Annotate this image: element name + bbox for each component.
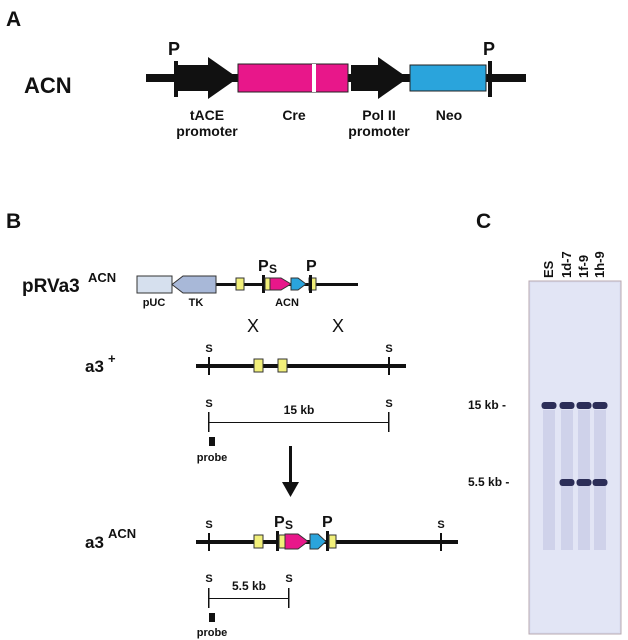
recombination-arrow-shaft — [289, 446, 292, 484]
mut-site-s-right-tick — [440, 533, 442, 551]
mut-allele-superscript: ACN — [108, 526, 136, 541]
probe-2-mark — [209, 613, 215, 622]
vector-neo-arrow — [290, 277, 307, 291]
band-15kb — [576, 402, 592, 409]
construct-name: ACN — [24, 73, 72, 98]
frag55-site-s-right: S — [285, 573, 292, 585]
vector-name: pRVa3 — [22, 276, 80, 297]
frag55-line — [209, 598, 289, 599]
frag55-size: 5.5 kb — [232, 579, 266, 593]
mut-site-p2-tick — [326, 531, 329, 551]
tk-gene-arrow — [171, 275, 217, 294]
tace-promoter-arrow — [178, 57, 238, 99]
label-pol2-promoter: promoter — [348, 123, 410, 139]
wt-allele-name: a3 — [85, 357, 104, 376]
panel-b-letter: B — [6, 210, 21, 233]
mut-allele-name: a3 — [85, 533, 104, 552]
pol2-promoter-arrow — [351, 57, 408, 99]
label-puc: pUC — [143, 297, 166, 309]
band-15kb — [592, 402, 608, 409]
cre-gene-box — [237, 63, 349, 93]
site-p-left-tick — [174, 61, 178, 97]
vector-site-p2: P — [306, 258, 317, 275]
label-pol2: Pol II — [362, 107, 395, 123]
mut-exon-2 — [278, 534, 286, 549]
site-p-right-tick — [488, 61, 492, 97]
label-neo: Neo — [436, 107, 462, 123]
site-p-left: P — [168, 39, 180, 59]
band-5-5kb — [592, 479, 608, 486]
probe-1-mark — [209, 437, 215, 446]
mut-site-p2: P — [322, 514, 333, 531]
mut-site-s-small: S — [285, 518, 293, 532]
panel-a: A ACN P P tACE promoter Cre Pol II promo… — [6, 8, 526, 139]
label-cre: Cre — [282, 107, 306, 123]
label-tk: TK — [189, 297, 204, 309]
label-tace: tACE — [190, 107, 224, 123]
band-15kb — [541, 402, 557, 409]
vector-exon-2 — [264, 277, 271, 291]
label-acn: ACN — [275, 297, 299, 309]
frag55-site-s-left: S — [205, 573, 212, 585]
vector-exon-1 — [235, 277, 245, 291]
wt-site-s-left: S — [205, 343, 212, 355]
frag15-site-s-right: S — [385, 398, 392, 410]
frag15-left-tick — [208, 412, 210, 432]
neo-gene-box — [409, 64, 487, 92]
band-5-5kb — [576, 479, 592, 486]
frag55-right-tick — [288, 588, 290, 608]
wt-allele-superscript: + — [108, 351, 116, 366]
wt-site-s-right-tick — [388, 357, 390, 375]
panel-a-letter: A — [6, 8, 21, 31]
lane-smear — [543, 410, 555, 550]
wt-site-s-left-tick — [208, 357, 210, 375]
mut-site-p1: P — [274, 514, 285, 531]
mut-site-s-right: S — [437, 519, 444, 531]
mut-exon-3 — [328, 534, 337, 549]
crossover-x-left: X — [247, 316, 259, 336]
band-5-5kb — [559, 479, 575, 486]
crossover-x-right: X — [332, 316, 344, 336]
vector-site-p1: P — [258, 258, 269, 275]
vector-superscript: ACN — [88, 270, 116, 285]
frag15-line — [209, 422, 389, 423]
mut-site-s-left: S — [205, 519, 212, 531]
frag15-right-tick — [388, 412, 390, 432]
mut-cre-arrow — [284, 533, 309, 550]
cre-gene-divider — [312, 64, 316, 92]
mut-neo-arrow — [309, 533, 327, 550]
wt-allele-line — [196, 364, 406, 368]
puc-box — [136, 275, 173, 294]
frag15-size: 15 kb — [284, 403, 315, 417]
lane-label: ES — [541, 260, 556, 278]
wt-exon-1 — [253, 358, 264, 373]
lane-label: 1f-9 — [576, 255, 591, 278]
wt-exon-2 — [277, 358, 288, 373]
mut-site-s-left-tick — [208, 533, 210, 551]
lane-label: 1h-9 — [592, 251, 607, 278]
vector-site-s1: S — [269, 262, 277, 276]
lane-label: 1d-7 — [559, 251, 574, 278]
vector-site-p2-tick — [309, 275, 312, 293]
mut-site-p1-tick — [276, 531, 279, 551]
band-15kb — [559, 402, 575, 409]
wt-site-s-right: S — [385, 343, 392, 355]
panel-b: B pRVa3 ACN P S P pUC TK ACN X X a3 + S … — [6, 210, 458, 639]
panel-c-letter: C — [476, 210, 491, 233]
vector-site-p1-tick — [262, 275, 265, 293]
marker-15kb: 15 kb - — [468, 398, 506, 412]
probe-1-label: probe — [197, 452, 228, 464]
frag15-site-s-left: S — [205, 398, 212, 410]
vector-cre-arrow — [269, 277, 292, 291]
recombination-arrow-head — [282, 482, 299, 497]
probe-2-label: probe — [197, 627, 228, 639]
label-tace-promoter: promoter — [176, 123, 238, 139]
mut-exon-1 — [253, 534, 264, 549]
site-p-right: P — [483, 39, 495, 59]
marker-5-5kb: 5.5 kb - — [468, 475, 509, 489]
frag55-left-tick — [208, 588, 210, 608]
